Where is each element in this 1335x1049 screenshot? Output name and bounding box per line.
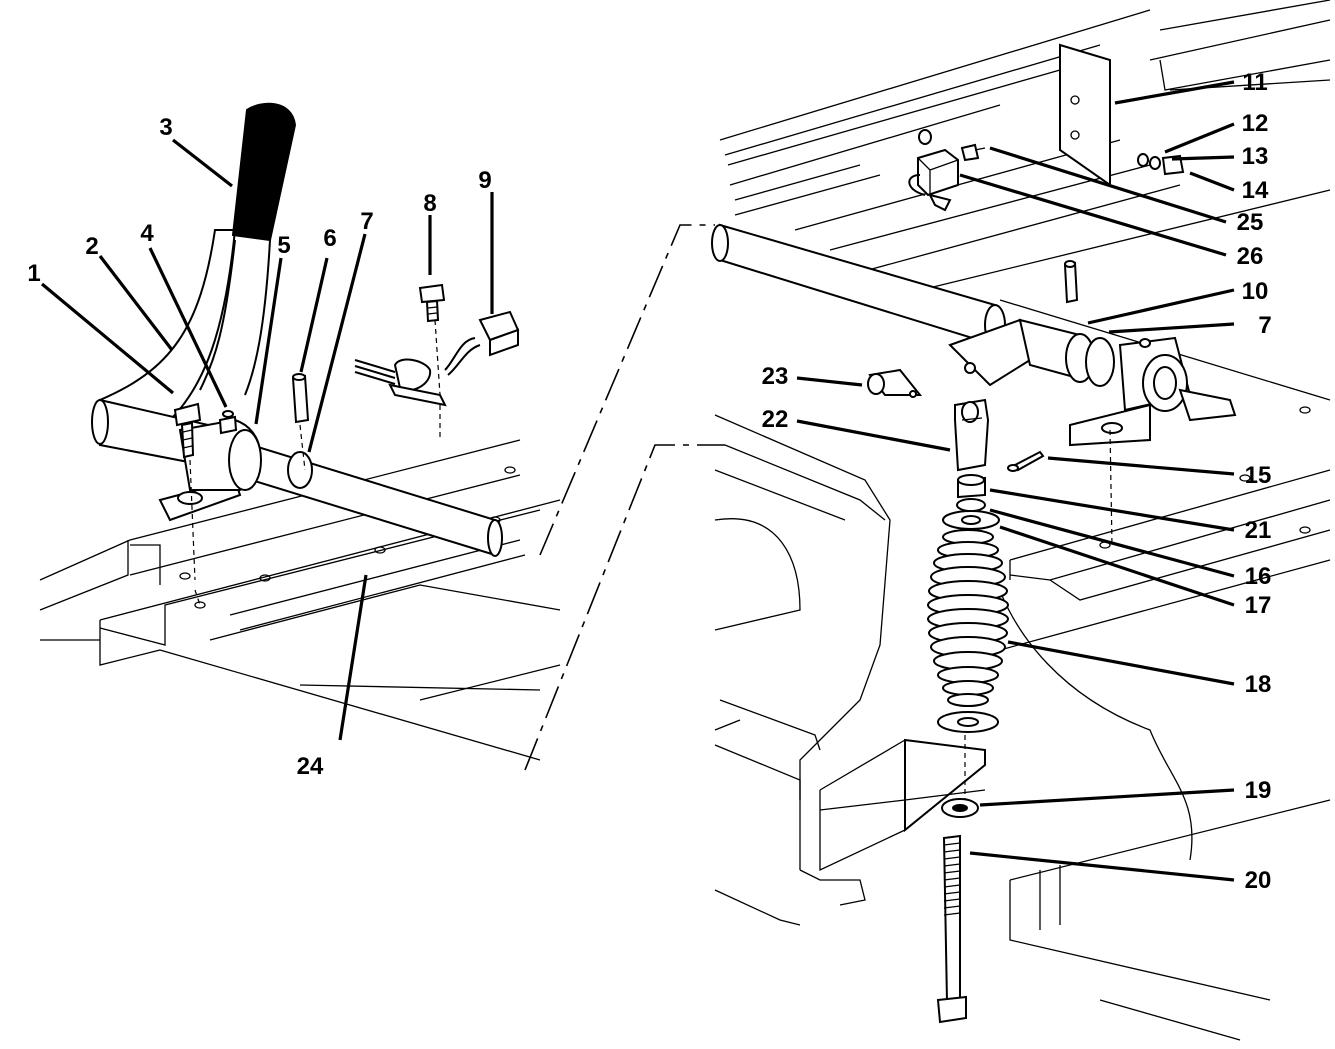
- screw-25: [960, 143, 986, 162]
- callout-25: 25: [1237, 209, 1264, 236]
- callout-3: 3: [159, 114, 172, 141]
- washer-19: [941, 798, 979, 818]
- callout-21: 21: [1245, 517, 1272, 544]
- bolt-8: [418, 283, 446, 323]
- break-line: [524, 224, 725, 771]
- callout-14: 14: [1242, 177, 1269, 204]
- callout-15: 15: [1245, 462, 1272, 489]
- callout-4: 4: [140, 220, 154, 247]
- callout-13: 13: [1242, 143, 1269, 170]
- callout-7-right: 7: [1258, 312, 1271, 339]
- cotter-pin-15: [1007, 450, 1045, 472]
- callout-26: 26: [1237, 243, 1264, 270]
- switch-26: [908, 129, 959, 212]
- callout-6: 6: [323, 225, 336, 252]
- callout-22: 22: [762, 406, 789, 433]
- nut-14: [1161, 154, 1185, 176]
- nut-21: [957, 474, 986, 499]
- hidden-line-6: [299, 424, 306, 471]
- right-lower-housing: [714, 414, 1331, 1041]
- callout-19: 19: [1245, 777, 1272, 804]
- callout-11: 11: [1242, 69, 1267, 96]
- callout-1: 1: [27, 260, 40, 287]
- switch-9: [354, 310, 520, 407]
- callout-20: 20: [1245, 867, 1272, 894]
- roll-pin-10: [1063, 260, 1079, 304]
- callout-labels: 1 2 3 4 5 6 7 8 9 24 11 12 13 14 25 26 1…: [27, 69, 1271, 894]
- clevis-22: [954, 398, 990, 472]
- clevis-pin-23: [867, 368, 923, 398]
- callout-17: 17: [1245, 592, 1272, 619]
- callout-12: 12: [1242, 110, 1269, 137]
- washer-12: [1137, 153, 1149, 167]
- left-shaft-tube: [91, 398, 503, 557]
- callout-9: 9: [478, 167, 491, 194]
- right-frame: [719, 0, 1331, 651]
- bolt-1: [173, 402, 202, 459]
- callout-24: 24: [297, 753, 324, 780]
- hidden-line-8: [434, 319, 441, 440]
- lockwasher-13: [1149, 156, 1161, 170]
- callout-23: 23: [762, 363, 789, 390]
- washer-16: [956, 498, 986, 512]
- callout-2: 2: [85, 233, 98, 260]
- pivot-arm-10: [948, 318, 1115, 387]
- hidden-line-1: [189, 459, 201, 606]
- lever-handle: [97, 102, 297, 422]
- left-frame-rail: [39, 439, 561, 761]
- leader-lines: [40, 80, 1235, 882]
- callout-18: 18: [1245, 671, 1272, 698]
- grease-fitting-4: [218, 410, 238, 435]
- callout-8: 8: [423, 190, 436, 217]
- bearing-block-7: [1069, 336, 1237, 447]
- washer-17: [942, 510, 1000, 530]
- hidden-line-bearing: [1109, 429, 1113, 546]
- spring-18: [927, 529, 1009, 733]
- bolt-20: [936, 834, 967, 1024]
- callout-16: 16: [1245, 563, 1272, 590]
- callout-10: 10: [1242, 278, 1269, 305]
- callout-7-left: 7: [360, 208, 373, 235]
- roll-pin-6: [291, 373, 310, 424]
- callout-5: 5: [277, 232, 290, 259]
